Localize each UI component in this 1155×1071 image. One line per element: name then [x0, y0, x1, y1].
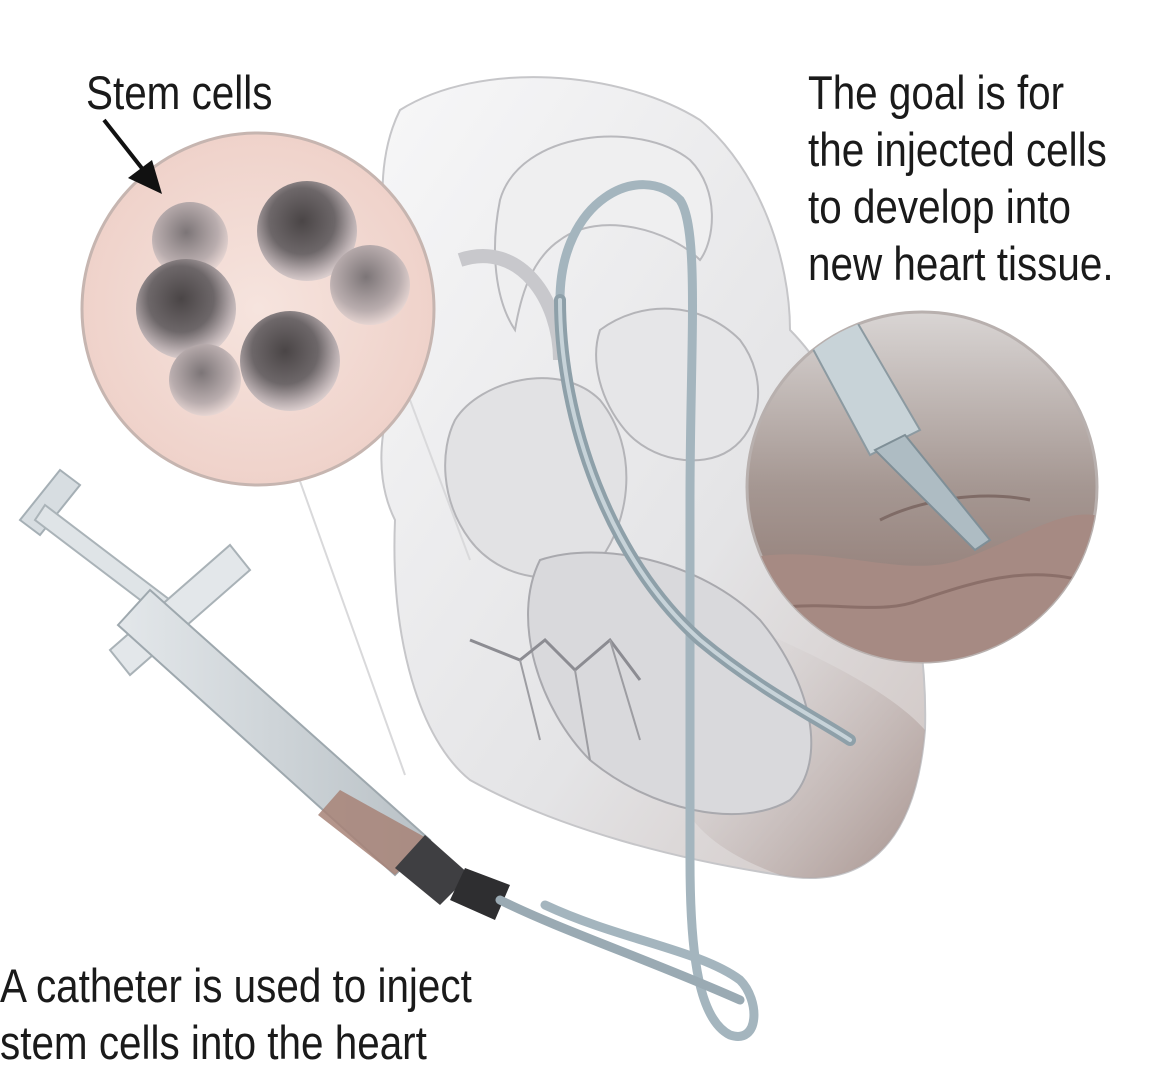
goal-caption-line: to develop into: [808, 178, 1114, 235]
stem-cells-label: Stem cells: [86, 64, 272, 121]
stem-cell: [136, 259, 236, 359]
catheter-caption: A catheter is used to inject stem cells …: [0, 957, 472, 1071]
catheter-caption-line: A catheter is used to inject: [0, 957, 472, 1014]
goal-caption-line: The goal is for: [808, 64, 1114, 121]
stem-cell: [330, 245, 410, 325]
stem-cell: [169, 344, 241, 416]
goal-caption-line: the injected cells: [808, 121, 1114, 178]
goal-caption: The goal is for the injected cells to de…: [808, 64, 1114, 292]
stem-cell: [240, 311, 340, 411]
catheter-caption-line: stem cells into the heart: [0, 1014, 472, 1071]
arrow-down-right-icon: [104, 120, 162, 194]
goal-caption-line: new heart tissue.: [808, 235, 1114, 292]
